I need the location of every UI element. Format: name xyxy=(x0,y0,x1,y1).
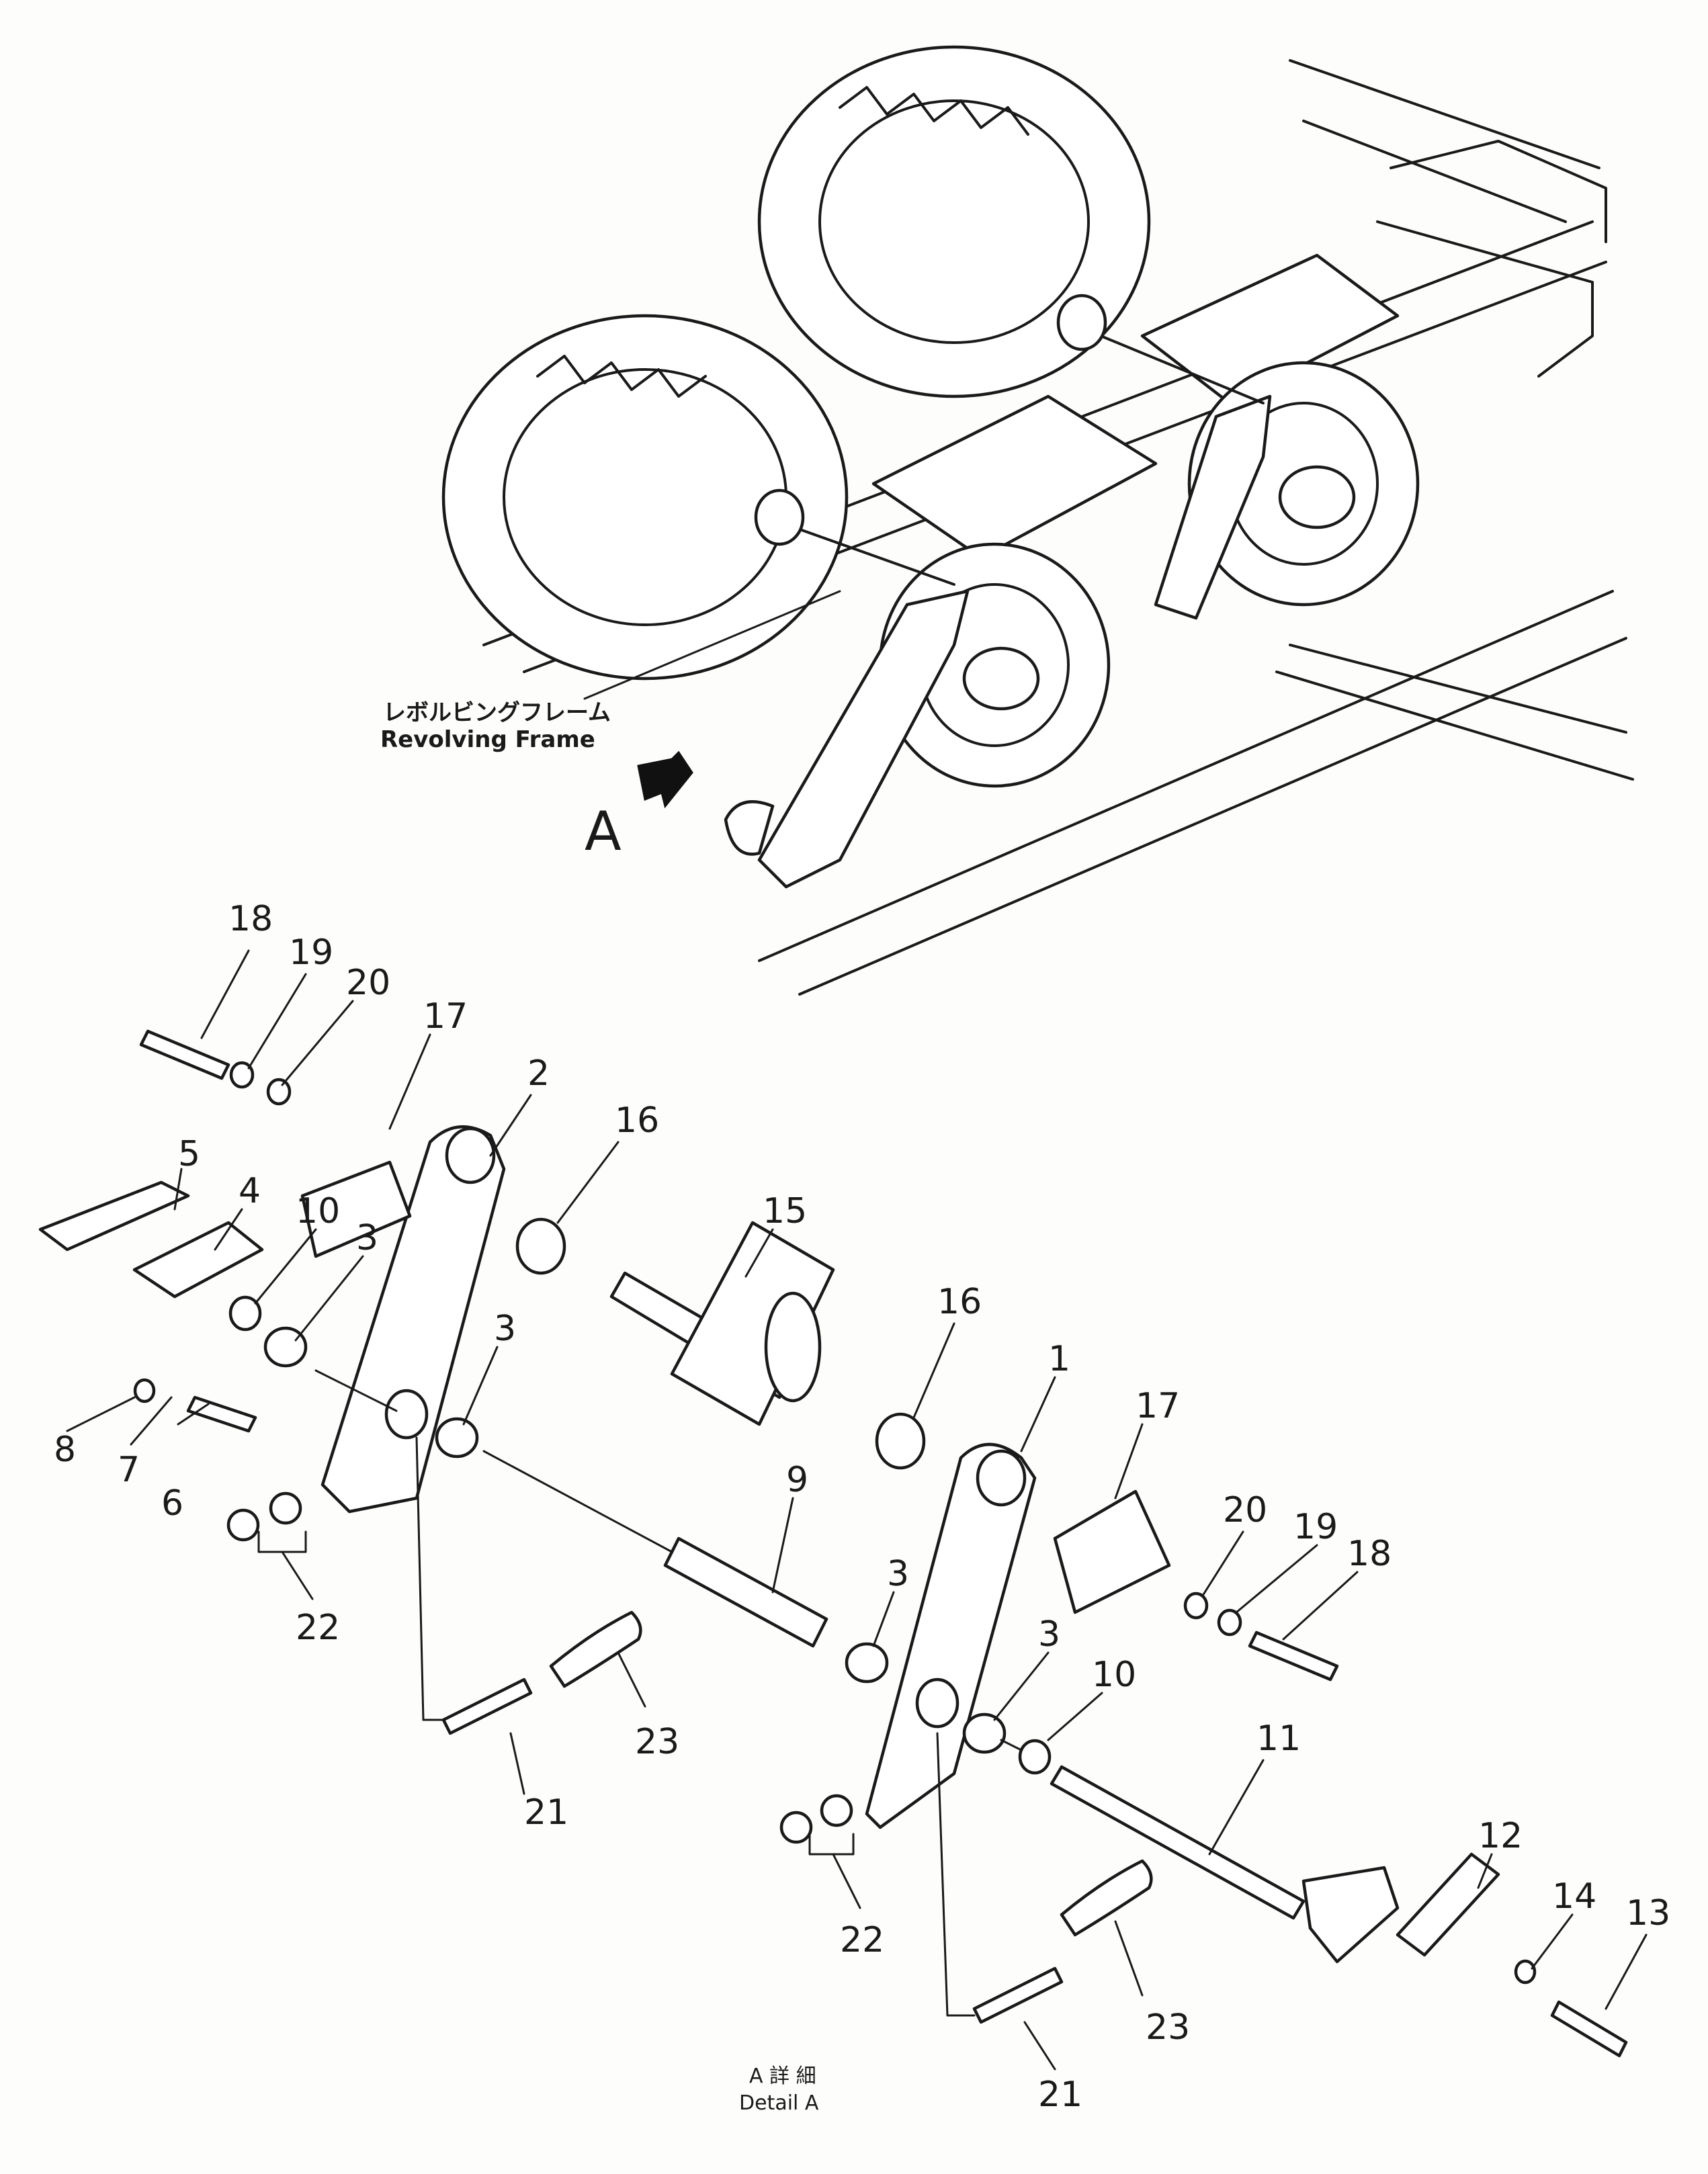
callout-6: 6 xyxy=(161,1483,183,1524)
callout-15: 15 xyxy=(763,1191,807,1231)
grease-nipple-left xyxy=(441,1678,533,1735)
grease-nipple-right xyxy=(972,1966,1064,2024)
callout-9: 9 xyxy=(786,1460,808,1500)
callout-19: 19 xyxy=(289,932,333,973)
roller-shaft xyxy=(609,1221,835,1426)
bolt-small xyxy=(186,1395,257,1433)
idler-wheel-front xyxy=(441,314,849,681)
callout-7: 7 xyxy=(118,1450,140,1490)
bushing xyxy=(845,1642,889,1684)
callout-5: 5 xyxy=(178,1134,200,1174)
nut xyxy=(779,1811,813,1844)
bolt-left xyxy=(139,1029,230,1080)
callout-17: 17 xyxy=(423,996,468,1037)
callout-16: 16 xyxy=(615,1100,659,1141)
washer xyxy=(266,1078,292,1106)
callout-3: 3 xyxy=(356,1218,378,1258)
detail-caption-en: Detail A xyxy=(739,2091,819,2115)
callout-13: 13 xyxy=(1626,1893,1670,1933)
callout-23: 23 xyxy=(635,1722,679,1762)
frame-label-en: Revolving Frame xyxy=(380,726,595,753)
callout-numbers: 18 19 20 17 2 16 5 4 10 3 15 3 16 8 7 6 … xyxy=(54,899,1670,2115)
callout-8: 8 xyxy=(54,1430,76,1470)
callout-22: 22 xyxy=(840,1920,884,1960)
washer xyxy=(1514,1959,1537,1985)
washer xyxy=(1183,1592,1209,1620)
view-arrow-icon xyxy=(637,750,693,809)
roller-body-rear xyxy=(1140,253,1400,405)
bushing xyxy=(435,1417,479,1459)
detail-caption: A 詳 細 Detail A xyxy=(739,2064,819,2115)
callout-3: 3 xyxy=(887,1554,909,1594)
right-lever-arm xyxy=(865,1442,1037,1829)
seal xyxy=(875,1412,926,1470)
callout-3: 3 xyxy=(1038,1614,1060,1655)
callout-leaders xyxy=(66,949,1648,2071)
callout-18: 18 xyxy=(1347,1534,1392,1574)
washer xyxy=(1217,1608,1242,1637)
exploded-detail-a: 18 19 20 17 2 16 5 4 10 3 15 3 16 8 7 6 … xyxy=(38,899,1670,2115)
callout-21: 21 xyxy=(1038,2075,1082,2115)
callout-19: 19 xyxy=(1293,1507,1338,1547)
long-shaft xyxy=(1050,1765,1400,1964)
overview-assembly: レボルビングフレーム Revolving Frame A xyxy=(380,45,1634,996)
callout-12: 12 xyxy=(1478,1816,1523,1856)
callout-3: 3 xyxy=(494,1309,516,1349)
assembly-lines xyxy=(314,1369,1023,2017)
view-marker-label: A xyxy=(585,800,622,863)
washer xyxy=(228,1295,262,1332)
callout-16: 16 xyxy=(937,1282,982,1322)
callout-2: 2 xyxy=(527,1053,550,1094)
bolt-end xyxy=(1550,2000,1628,2058)
callout-11: 11 xyxy=(1256,1719,1301,1759)
bolt-right xyxy=(1248,1630,1339,1682)
washer xyxy=(1018,1739,1052,1775)
detail-caption-jp: A 詳 細 xyxy=(749,2064,816,2088)
callout-10: 10 xyxy=(1092,1655,1136,1695)
guard-plate xyxy=(1396,1852,1500,1957)
callout-1: 1 xyxy=(1048,1339,1070,1379)
bracket xyxy=(38,1180,190,1252)
bushing xyxy=(962,1712,1007,1754)
nut xyxy=(226,1508,260,1542)
callout-18: 18 xyxy=(228,899,273,939)
callout-4: 4 xyxy=(239,1171,261,1211)
spring-right xyxy=(1060,1859,1153,1937)
callout-23: 23 xyxy=(1146,2007,1190,2048)
bogie-rear xyxy=(1056,294,1420,620)
callout-21: 21 xyxy=(524,1792,568,1833)
plate xyxy=(132,1221,264,1299)
washer xyxy=(229,1061,255,1089)
seal xyxy=(515,1217,566,1275)
callout-10: 10 xyxy=(296,1191,340,1231)
idler-wheel-rear xyxy=(757,45,1151,398)
bogie-front xyxy=(724,488,1111,889)
collar-right xyxy=(1053,1489,1171,1614)
pin xyxy=(663,1536,828,1648)
nut xyxy=(269,1491,302,1525)
view-direction-marker: A xyxy=(585,750,693,863)
revolving-frame-label: レボルビングフレーム Revolving Frame xyxy=(380,590,841,753)
callout-14: 14 xyxy=(1552,1876,1596,1917)
callout-17: 17 xyxy=(1136,1386,1180,1426)
callout-20: 20 xyxy=(1223,1490,1267,1530)
spring-left xyxy=(549,1610,642,1688)
frame-label-jp: レボルビングフレーム xyxy=(383,699,611,726)
washer xyxy=(133,1378,156,1403)
nut xyxy=(820,1794,853,1827)
left-lever-arm xyxy=(321,1125,506,1514)
callout-22: 22 xyxy=(296,1608,340,1648)
callout-20: 20 xyxy=(346,963,390,1003)
bushing xyxy=(263,1326,308,1368)
roller-body-front xyxy=(871,394,1158,560)
